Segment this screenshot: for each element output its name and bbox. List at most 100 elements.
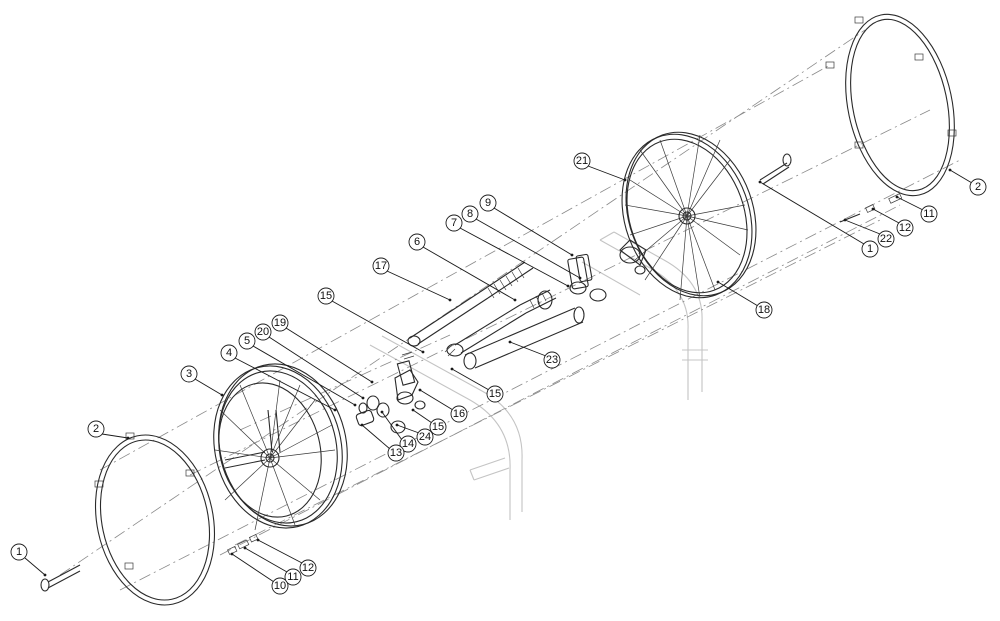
callout-11-right: 11 xyxy=(920,205,938,223)
callout-number: 10 xyxy=(274,580,286,592)
small-parts-right xyxy=(839,193,903,223)
callout-number: 3 xyxy=(186,368,192,380)
leader-dot xyxy=(370,380,374,384)
callout-number: 16 xyxy=(453,408,465,420)
callout-number: 15 xyxy=(320,290,332,302)
leader-line xyxy=(381,411,403,441)
callout-circle xyxy=(238,332,256,350)
callout-circle xyxy=(861,240,879,258)
leader-dot xyxy=(361,396,365,400)
leader-dot xyxy=(353,403,357,407)
leader-dot xyxy=(220,393,224,397)
leader-line xyxy=(872,208,900,224)
callout-13: 13 xyxy=(387,444,405,462)
leader-line xyxy=(285,327,373,383)
callout-18: 18 xyxy=(755,301,773,319)
leader-dot xyxy=(948,168,952,172)
leader-line xyxy=(412,409,433,424)
leader-line xyxy=(759,181,865,245)
callout-circle xyxy=(254,323,272,341)
callout-14: 14 xyxy=(399,435,417,453)
callout-15-low: 15 xyxy=(429,418,447,436)
callout-circle xyxy=(486,385,504,403)
leader-line xyxy=(475,218,581,279)
callout-15-top: 15 xyxy=(317,287,335,305)
leader-dot xyxy=(418,388,422,392)
callout-9: 9 xyxy=(479,194,497,212)
callout-8: 8 xyxy=(461,205,479,223)
callout-21: 21 xyxy=(573,152,591,170)
callout-number: 22 xyxy=(880,233,892,245)
leader-line xyxy=(419,389,454,411)
callout-1-right: 1 xyxy=(861,240,879,258)
leader-dot xyxy=(570,253,574,257)
callout-16: 16 xyxy=(450,405,468,423)
leader-dot xyxy=(450,367,454,371)
leader-dot xyxy=(230,552,234,556)
leader-lines xyxy=(24,165,973,583)
callout-number: 1 xyxy=(16,546,22,558)
leader-dot xyxy=(360,423,364,427)
callout-circle xyxy=(461,205,479,223)
leader-dot xyxy=(871,207,875,211)
callout-circle xyxy=(399,435,417,453)
callout-number: 6 xyxy=(414,236,420,248)
callout-labels: 1 2 3 4 5 20 19 15 17 6 7 8 9 21 2 1 22 … xyxy=(10,152,987,595)
leader-dot xyxy=(895,195,899,199)
wheelchair-frame-ghost xyxy=(369,231,708,520)
callout-circle xyxy=(479,194,497,212)
leader-line xyxy=(396,424,420,434)
callout-circle xyxy=(10,543,28,561)
callout-20: 20 xyxy=(254,323,272,341)
callout-23: 23 xyxy=(543,351,561,369)
callout-number: 5 xyxy=(244,335,250,347)
leader-dot xyxy=(380,410,384,414)
callout-2-left: 2 xyxy=(87,420,105,438)
leader-dot xyxy=(421,350,425,354)
callout-circle xyxy=(372,257,390,275)
callout-number: 9 xyxy=(485,197,491,209)
spacer-tube xyxy=(463,306,585,370)
callout-number: 20 xyxy=(257,326,269,338)
axle-bolt-right xyxy=(759,153,792,185)
callout-number: 13 xyxy=(390,447,402,459)
leader-line xyxy=(451,368,490,391)
callout-circle xyxy=(755,301,773,319)
leader-line xyxy=(844,219,881,235)
leader-dot xyxy=(333,408,337,412)
callout-number: 15 xyxy=(432,421,444,433)
leader-dot xyxy=(508,340,512,344)
callout-number: 1 xyxy=(867,243,873,255)
leader-line xyxy=(252,345,356,406)
callout-circle xyxy=(573,152,591,170)
callout-6: 6 xyxy=(408,233,426,251)
leader-dot xyxy=(566,284,570,288)
leader-line xyxy=(231,553,275,583)
callout-number: 7 xyxy=(451,217,457,229)
threaded-axle-rods xyxy=(407,261,557,357)
leader-dot xyxy=(758,180,762,184)
callout-circle xyxy=(220,344,238,362)
leader-line xyxy=(386,270,451,301)
callout-number: 8 xyxy=(467,208,473,220)
leader-dot xyxy=(448,298,452,302)
leader-line xyxy=(361,424,391,450)
leader-line xyxy=(717,281,759,307)
callout-number: 21 xyxy=(576,155,588,167)
callout-number: 19 xyxy=(274,317,286,329)
callout-15-mid: 15 xyxy=(486,385,504,403)
leader-line xyxy=(422,246,516,301)
callout-number: 2 xyxy=(93,423,99,435)
callout-12-left: 12 xyxy=(299,559,317,577)
leader-dot xyxy=(513,298,517,302)
callout-19: 19 xyxy=(271,314,289,332)
callout-2-right: 2 xyxy=(969,178,987,196)
callout-circle xyxy=(408,233,426,251)
callout-12-right: 12 xyxy=(896,219,914,237)
leader-line xyxy=(24,557,46,576)
callout-circle xyxy=(317,287,335,305)
leader-dot xyxy=(243,546,247,550)
leader-line xyxy=(268,336,364,399)
callout-11-left: 11 xyxy=(284,568,302,586)
